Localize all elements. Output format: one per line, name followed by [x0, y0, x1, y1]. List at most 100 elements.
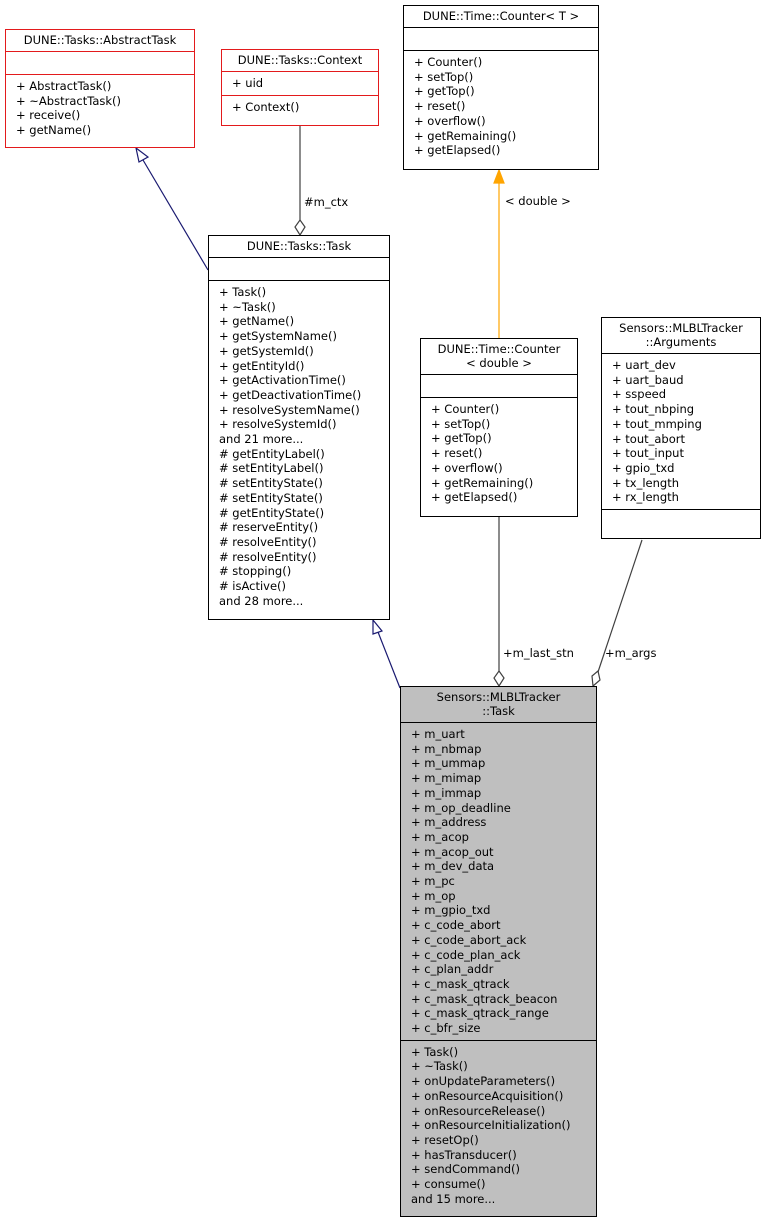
composition-diamond-m-args	[591, 669, 601, 688]
class-attribute: + m_uart	[411, 727, 465, 741]
class-methods-section	[602, 510, 760, 532]
class-task[interactable]: DUNE::Tasks::Task+ Task()+ ~Task()+ getN…	[208, 235, 390, 620]
class-title: Sensors::MLBLTracker::Task	[401, 687, 596, 723]
class-method: + consume()	[411, 1177, 486, 1192]
edge-label-m-ctx: #m_ctx	[304, 195, 349, 209]
class-title-line: ::Task	[482, 704, 515, 718]
class-mlbltracker-task[interactable]: Sensors::MLBLTracker::Task+ m_uart+ m_nb…	[400, 686, 597, 1217]
class-attribute: + tout_abort	[612, 431, 686, 446]
class-attribute: + m_op	[411, 888, 456, 903]
class-attribute: + c_code_abort_ack	[411, 932, 527, 947]
class-attribute: + m_ummap	[411, 756, 486, 771]
class-attributes-section: + m_uart+ m_nbmap+ m_ummap+ m_mimap+ m_i…	[401, 723, 596, 1041]
class-attribute: + m_acop_out	[411, 844, 494, 859]
class-attribute: + sspeed	[612, 387, 667, 402]
class-context[interactable]: DUNE::Tasks::Context+ uid+ Context()	[221, 49, 379, 126]
class-method: + setTop()	[431, 416, 491, 431]
class-method: + getTop()	[414, 84, 475, 99]
class-method: + getName()	[219, 314, 295, 329]
class-counter-template[interactable]: DUNE::Time::Counter< T >+ Counter()+ set…	[403, 5, 599, 170]
class-title-line: < double >	[466, 356, 532, 370]
class-attribute: + uart_baud	[612, 372, 684, 387]
class-method: and 21 more...	[219, 432, 304, 447]
class-method: + ~Task()	[219, 299, 276, 314]
class-attribute: + m_op_deadline	[411, 800, 511, 815]
class-methods-section: + Task()+ ~Task()+ getName()+ getSystemN…	[209, 281, 389, 612]
class-method: + AbstractTask()	[16, 79, 112, 93]
class-method: # resolveEntity()	[219, 534, 317, 549]
class-title: DUNE::Time::Counter< double >	[421, 339, 577, 375]
class-method: # getEntityState()	[219, 505, 325, 520]
class-method: # setEntityState()	[219, 476, 323, 491]
class-title: DUNE::Tasks::AbstractTask	[6, 30, 194, 52]
inheritance-arrowhead-abstracttask	[135, 146, 150, 163]
class-method: # setEntityState()	[219, 490, 323, 505]
class-method: + onUpdateParameters()	[411, 1074, 556, 1089]
edge-label-template-arg: < double >	[505, 194, 571, 208]
class-abstract-task[interactable]: DUNE::Tasks::AbstractTask+ AbstractTask(…	[5, 29, 195, 148]
class-method: + getElapsed()	[431, 490, 518, 505]
class-attributes-section	[404, 28, 598, 51]
class-method: + resolveSystemId()	[219, 417, 337, 432]
class-method: + sendCommand()	[411, 1162, 521, 1177]
class-method: and 15 more...	[411, 1191, 496, 1206]
class-methods-section: + Context()	[222, 96, 378, 119]
class-method: + resetOp()	[411, 1132, 479, 1147]
inheritance-edge-mlbltask-task	[377, 631, 401, 689]
class-arguments[interactable]: Sensors::MLBLTracker::Arguments+ uart_de…	[601, 317, 761, 539]
class-title: DUNE::Tasks::Task	[209, 236, 389, 258]
class-attribute: + tout_input	[612, 446, 684, 461]
composition-edge-m-args	[597, 539, 643, 673]
class-method: + resolveSystemName()	[219, 402, 360, 417]
class-title-line: Sensors::MLBLTracker	[619, 321, 743, 335]
class-attributes-section	[6, 52, 194, 75]
class-method: # stopping()	[219, 564, 292, 579]
class-attribute: + m_mimap	[411, 771, 482, 786]
class-method: + Task()	[219, 285, 267, 299]
class-attribute: + c_code_plan_ack	[411, 947, 521, 962]
class-method: + overflow()	[414, 113, 486, 128]
class-method: + getSystemName()	[219, 329, 337, 344]
class-method: # resolveEntity()	[219, 549, 317, 564]
class-attribute: + uart_dev	[612, 358, 676, 372]
class-attributes-section: + uid	[222, 72, 378, 96]
class-attribute: + gpio_txd	[612, 460, 675, 475]
class-method: + getActivationTime()	[219, 373, 346, 388]
class-attribute: + rx_length	[612, 490, 679, 505]
class-counter-double[interactable]: DUNE::Time::Counter< double >+ Counter()…	[420, 338, 578, 517]
class-method: # isActive()	[219, 579, 287, 594]
class-method: + reset()	[414, 99, 466, 114]
inheritance-edge-task-abstracttask	[142, 159, 209, 271]
class-method: + getSystemId()	[219, 343, 314, 358]
class-method: + hasTransducer()	[411, 1147, 517, 1162]
class-methods-section: + Counter()+ setTop()+ getTop()+ reset()…	[421, 398, 577, 509]
class-method: + Task()	[411, 1044, 459, 1059]
class-attribute: + m_nbmap	[411, 741, 482, 756]
class-attribute: + c_plan_addr	[411, 962, 494, 977]
class-attribute: + c_mask_qtrack_range	[411, 1006, 549, 1021]
class-method: + setTop()	[414, 69, 474, 84]
class-attributes-section: + uart_dev+ uart_baud+ sspeed+ tout_nbpi…	[602, 354, 760, 511]
class-method: + getRemaining()	[414, 128, 517, 143]
edge-label-m-args: +m_args	[605, 646, 657, 660]
class-title-line: DUNE::Tasks::AbstractTask	[23, 33, 177, 47]
class-attribute: + tout_nbping	[612, 402, 695, 417]
class-title-line: DUNE::Tasks::Context	[237, 53, 363, 67]
class-methods-section: + Counter()+ setTop()+ getTop()+ reset()…	[404, 51, 598, 162]
class-attribute: + c_code_abort	[411, 918, 501, 933]
class-method: + ~AbstractTask()	[16, 93, 121, 108]
class-methods-section: + AbstractTask()+ ~AbstractTask()+ recei…	[6, 75, 194, 142]
class-attribute: + m_gpio_txd	[411, 903, 491, 918]
class-method: + onResourceRelease()	[411, 1103, 546, 1118]
class-method: # reserveEntity()	[219, 520, 319, 535]
class-attribute: + tout_mmping	[612, 416, 702, 431]
class-attribute: + m_dev_data	[411, 859, 495, 874]
class-attributes-section	[421, 375, 577, 398]
class-method: + ~Task()	[411, 1059, 468, 1074]
class-method: + overflow()	[431, 460, 503, 475]
class-method: + onResourceInitialization()	[411, 1118, 571, 1133]
class-method: + getElapsed()	[414, 143, 501, 158]
template-arrowhead	[493, 168, 505, 184]
class-method: + getTop()	[431, 431, 492, 446]
